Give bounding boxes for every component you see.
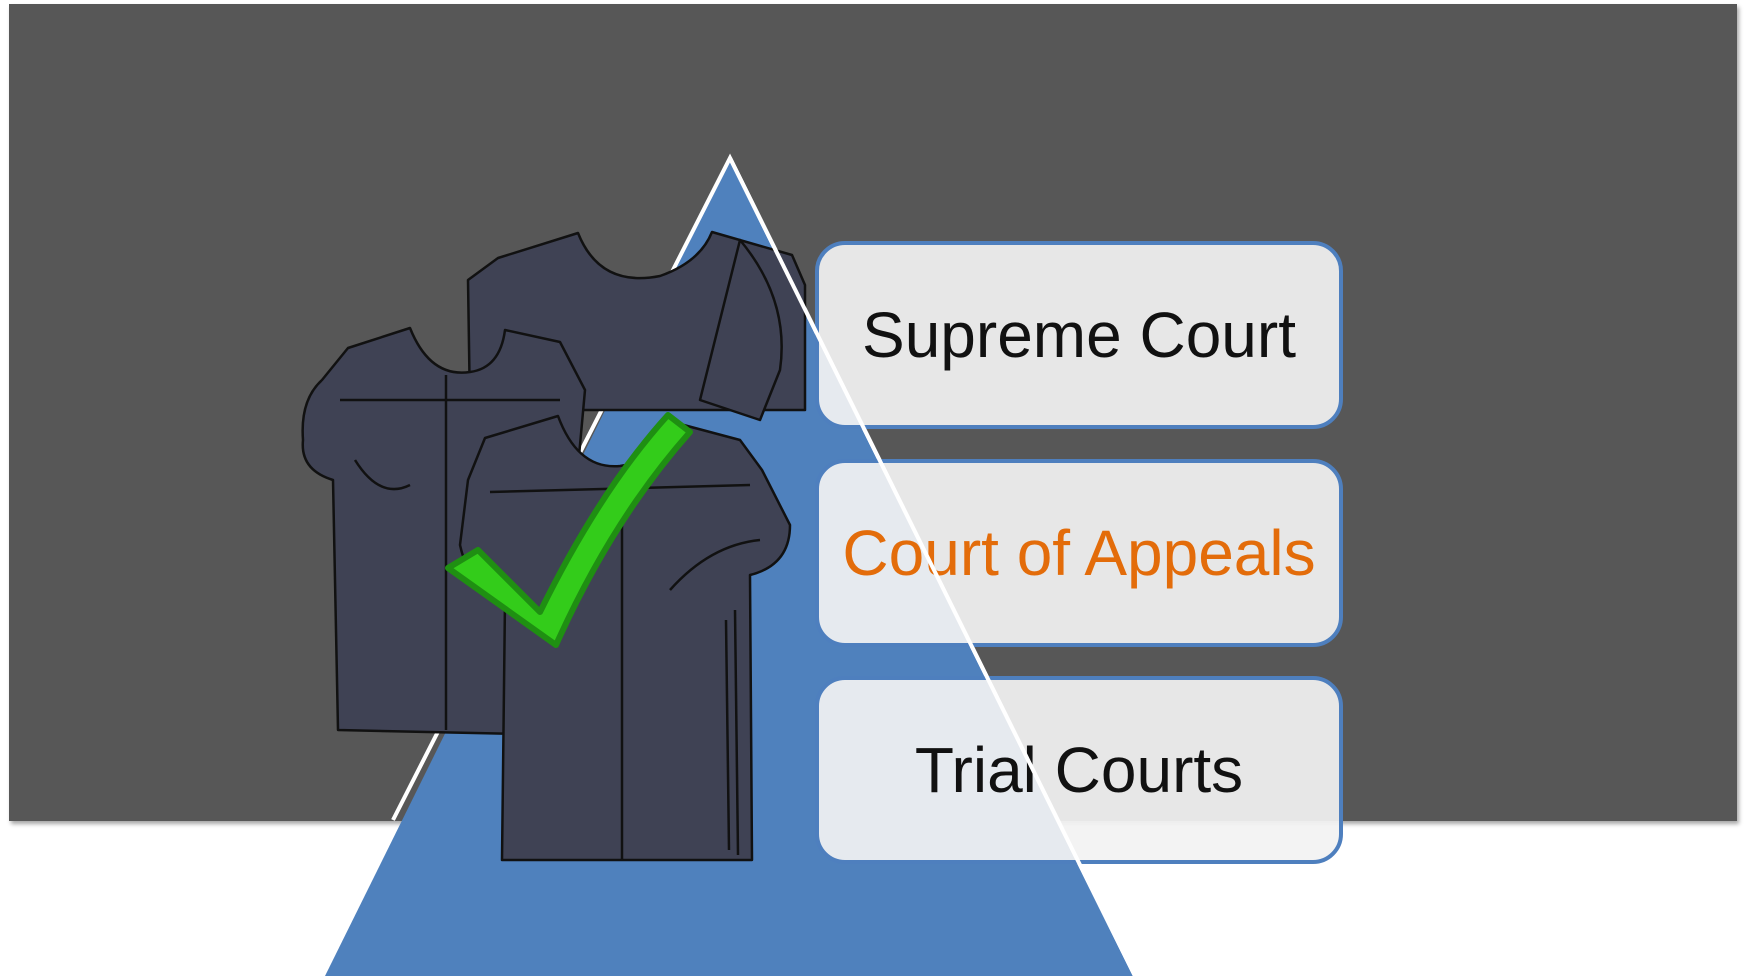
robe-front: [458, 414, 792, 862]
level-box-court-of-appeals: Court of Appeals: [815, 459, 1343, 647]
level-box-supreme-court: Supreme Court: [815, 241, 1343, 429]
level-label-trial-courts: Trial Courts: [914, 734, 1244, 806]
level-label-court-of-appeals: Court of Appeals: [842, 517, 1316, 589]
judicial-robes-icon: [301, 230, 807, 862]
level-label-supreme-court: Supreme Court: [862, 299, 1296, 371]
level-box-trial-courts: Trial Courts: [815, 676, 1343, 864]
